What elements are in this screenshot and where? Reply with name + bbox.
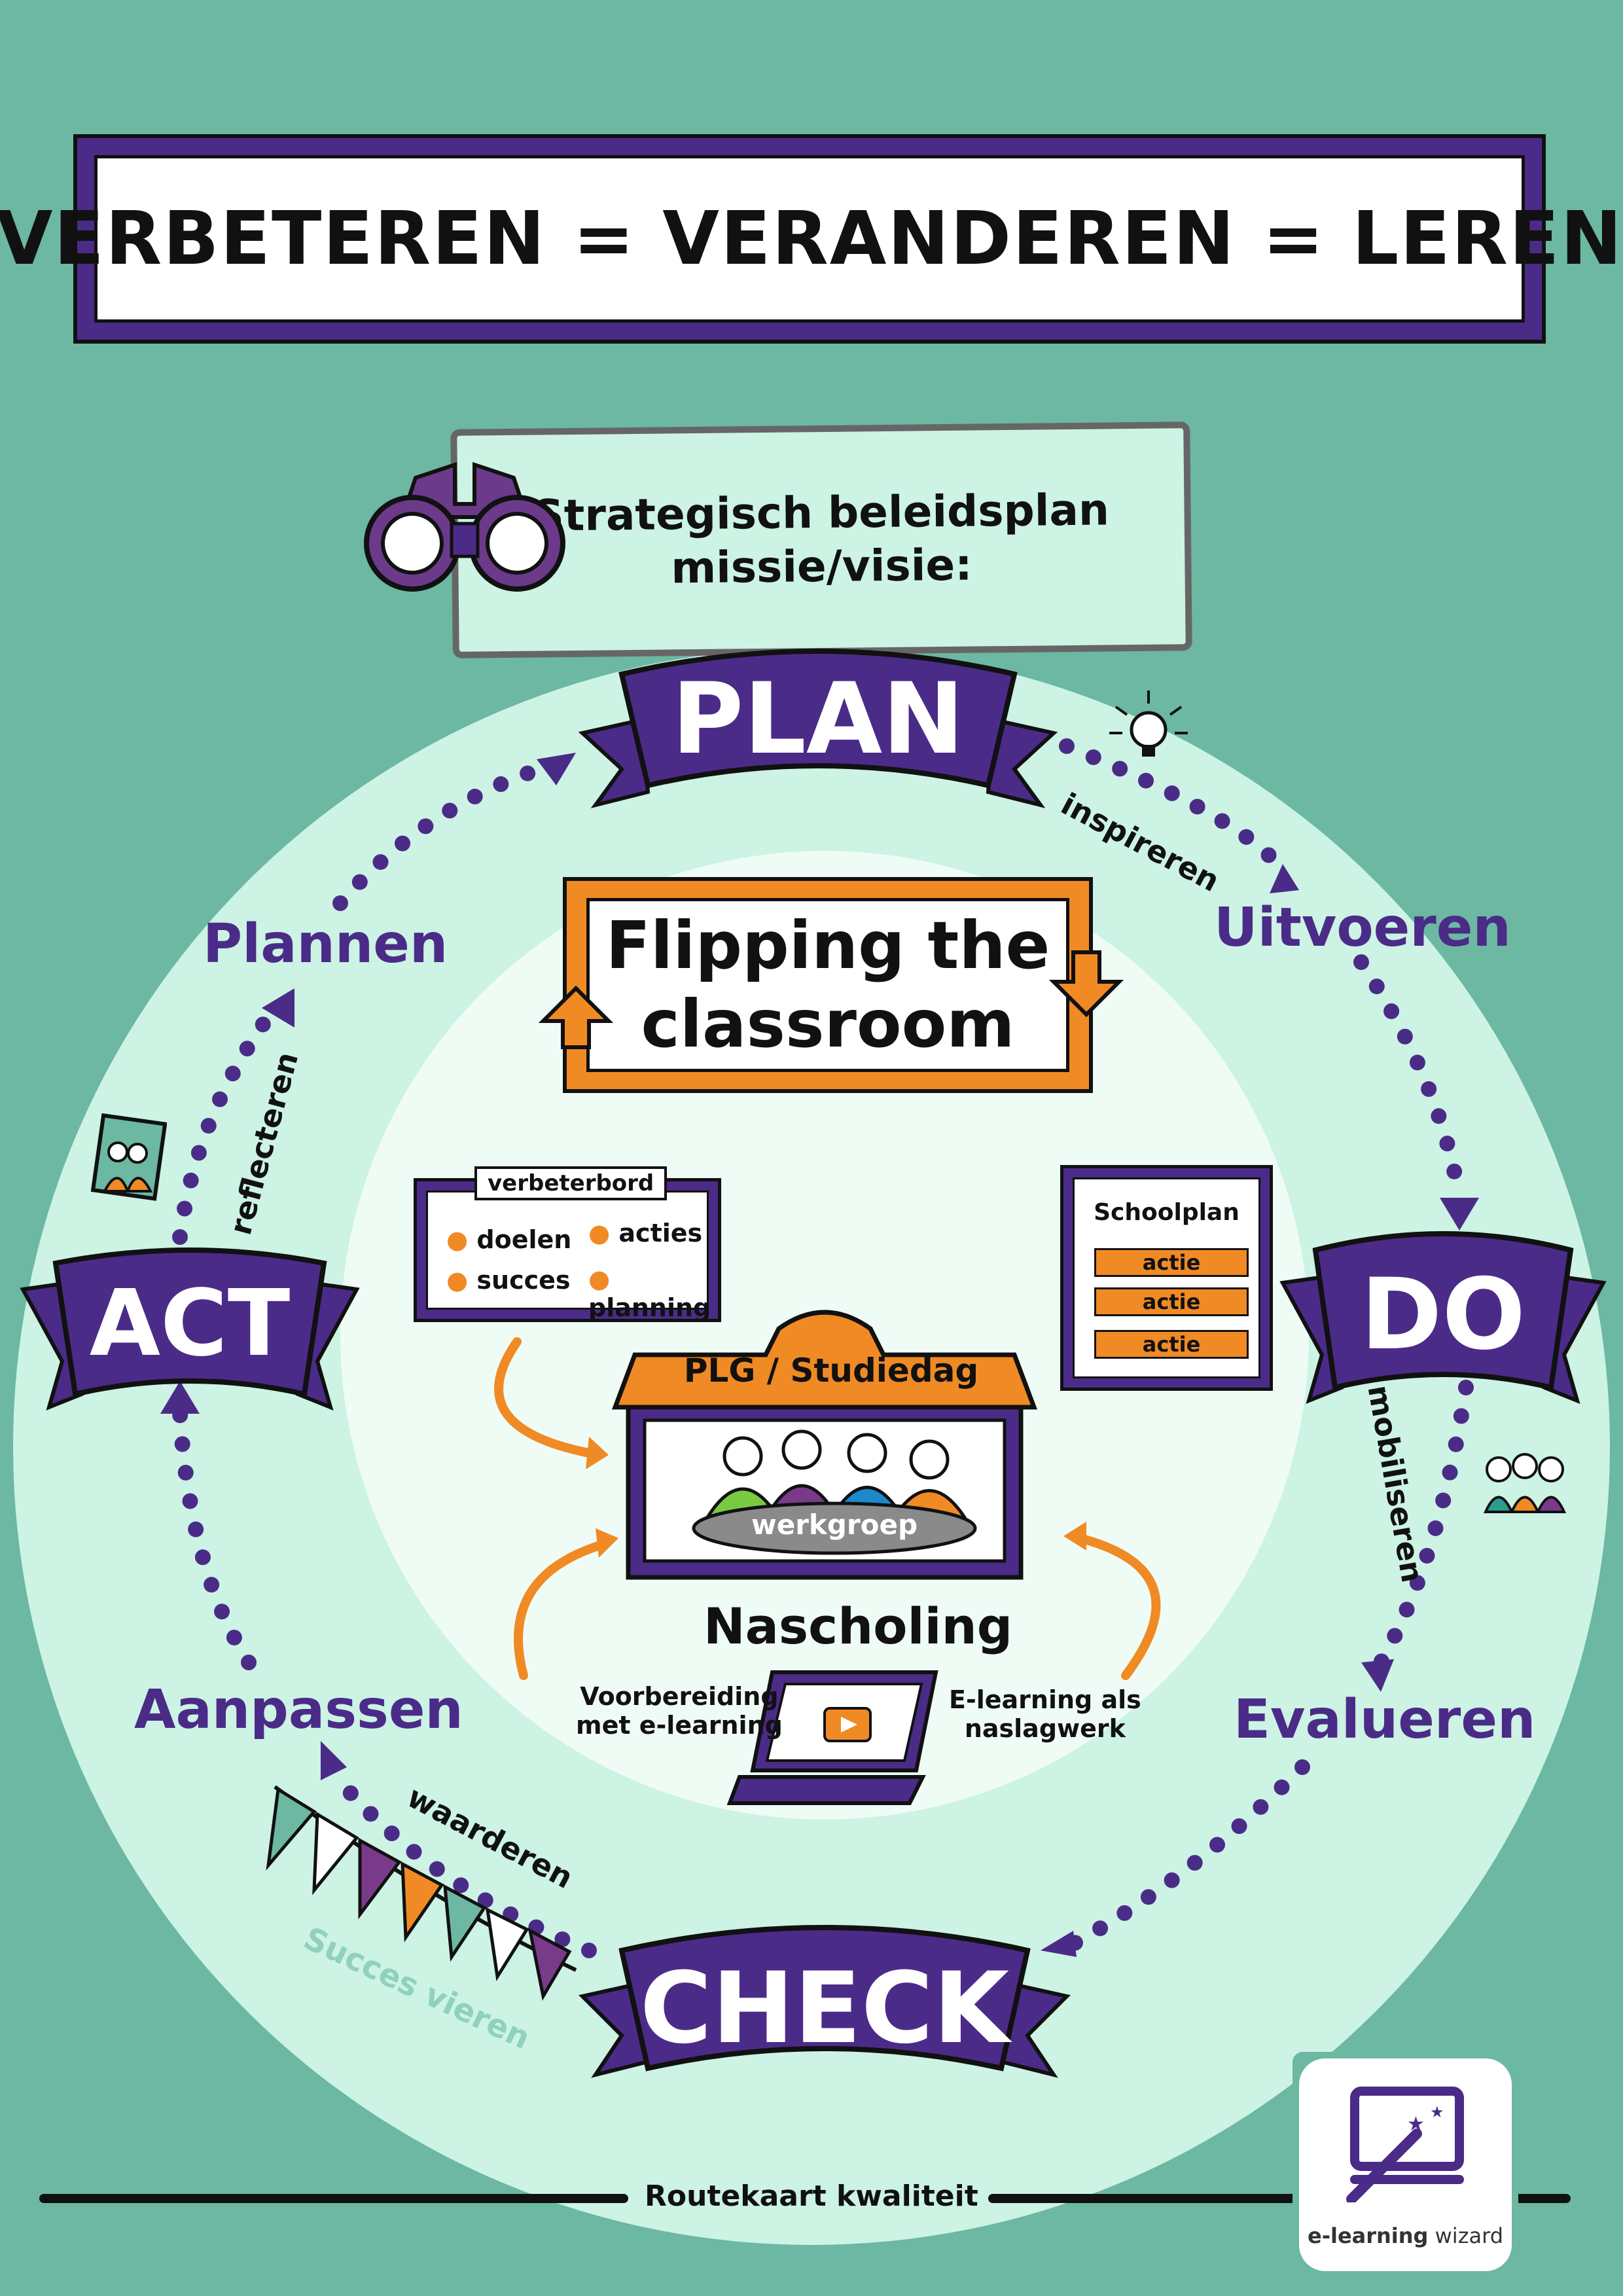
- flip-arrow-up-icon: [538, 985, 614, 1049]
- arrow-uitvoeren-to-do: [1353, 954, 1467, 1206]
- footer-label: Routekaart kwaliteit: [645, 2179, 978, 2213]
- schoolplan-action-2: actie: [1094, 1287, 1249, 1316]
- phase-aanpassen: Aanpassen: [134, 1679, 463, 1741]
- plg-roof-label: PLG / Studiedag: [683, 1352, 979, 1390]
- people-group-icon: [1483, 1453, 1567, 1513]
- verbeterbord-board: ● doelen ● acties ● succes ● planning: [414, 1178, 721, 1322]
- arrow-do-to-evalueren: [1373, 1380, 1474, 1670]
- phase-plannen: Plannen: [203, 913, 448, 975]
- title-frame: VERBETEREN = VERANDEREN = LEREN: [0, 134, 1622, 344]
- arrowhead-1: [1270, 864, 1299, 893]
- binoculars-icon: [364, 461, 565, 592]
- page-title: VERBETEREN = VERANDEREN = LEREN: [0, 196, 1623, 281]
- logo-card: ★ ★ e-learning wizard: [1299, 2058, 1512, 2271]
- picture-frame-icon: [90, 1113, 167, 1201]
- arrow-act-to-plannen: [172, 1000, 283, 1245]
- flip-line-2: classroom: [641, 986, 1015, 1062]
- verbeterbord-item-1: ● doelen: [446, 1225, 572, 1254]
- check-label: CHECK: [640, 1952, 1012, 2066]
- arrow-voorbereiding-to-plg: [514, 1540, 607, 1680]
- verbeterbord-title: verbeterbord: [474, 1166, 668, 1200]
- svg-text:★: ★: [1430, 2103, 1444, 2121]
- arrow-evalueren-to-check: [1065, 1759, 1310, 1952]
- arrowhead-4: [1041, 1931, 1077, 1957]
- werkgroep-label: werkgroep: [751, 1509, 918, 1541]
- arrow-plannen-to-plan: [332, 758, 558, 911]
- schoolplan-action-3: actie: [1094, 1330, 1249, 1359]
- flipping-classroom-inner: Flipping the classroom: [586, 898, 1069, 1072]
- arrowhead-6: [160, 1381, 200, 1414]
- arrowhead-7: [262, 988, 294, 1028]
- schoolplan-action-1: actie: [1094, 1248, 1249, 1277]
- do-label: DO: [1361, 1258, 1525, 1372]
- logo-tile: ★ ★ e-learning wizard: [1293, 2052, 1518, 2278]
- arrow-elearning-to-plg: [1075, 1534, 1161, 1680]
- phase-uitvoeren: Uitvoeren: [1214, 897, 1511, 959]
- schoolplan-title: Schoolplan: [1094, 1199, 1240, 1226]
- verbeterbord-item-3: ● succes: [446, 1266, 571, 1295]
- schoolplan-inner: Schoolplan actie actie actie: [1073, 1177, 1260, 1378]
- flip-line-1: Flipping the: [605, 907, 1050, 984]
- arrow-plan-to-do: [1059, 738, 1291, 878]
- arrowhead-3: [1361, 1659, 1394, 1692]
- verbeterbord-item-2: ● acties: [588, 1219, 703, 1247]
- logo-text: e-learning wizard: [1307, 2223, 1503, 2248]
- arrowhead-2: [1440, 1198, 1479, 1230]
- arrowhead-8: [537, 753, 576, 785]
- arrowhead-5: [321, 1741, 347, 1780]
- banner-act: ACT: [20, 1247, 360, 1411]
- schoolplan-board: Schoolplan actie actie actie: [1060, 1165, 1273, 1391]
- banner-check: CHECK: [579, 1925, 1071, 2078]
- arrow-verbeterbord-to-plg: [494, 1337, 594, 1458]
- nascholing-label: Nascholing: [704, 1597, 1013, 1655]
- lightbulb-icon: [1109, 691, 1188, 757]
- flipping-classroom-frame: Flipping the classroom: [563, 877, 1093, 1093]
- footer-line-left: [39, 2194, 628, 2203]
- plg-building: [611, 1310, 1038, 1580]
- banner-plan: PLAN: [578, 649, 1058, 808]
- title-inner: VERBETEREN = VERANDEREN = LEREN: [0, 155, 1622, 323]
- plan-label: PLAN: [671, 662, 964, 776]
- wizard-laptop-icon: ★ ★: [1346, 2087, 1464, 2202]
- phase-evalueren: Evalueren: [1234, 1689, 1536, 1751]
- verbeterbord-inner: ● doelen ● acties ● succes ● planning: [426, 1191, 711, 1322]
- act-label: ACT: [90, 1270, 291, 1377]
- banner-do: DO: [1279, 1231, 1607, 1405]
- arrow-aanpassen-to-act: [172, 1406, 257, 1670]
- verbeterbord-item-4: ● planning: [588, 1265, 711, 1322]
- flip-arrow-down-icon: [1048, 950, 1124, 1018]
- svg-text:★: ★: [1407, 2113, 1425, 2136]
- bunting-flags: [266, 1785, 577, 2001]
- laptop-icon: [726, 1670, 938, 1805]
